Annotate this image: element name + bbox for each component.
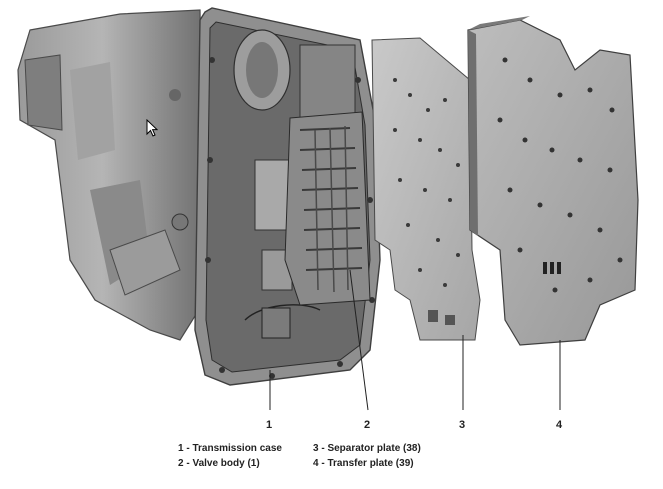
transfer-plate <box>467 16 639 346</box>
legend-item-separator-plate: 3 - Separator plate (38) <box>313 443 421 454</box>
valve-body <box>284 111 371 306</box>
legend-item-transfer-plate: 4 - Transfer plate (39) <box>313 458 414 469</box>
legend-item-transmission-case: 1 - Transmission case <box>178 443 282 454</box>
callout-4: 4 <box>556 419 563 431</box>
callout-1: 1 <box>266 419 272 431</box>
callout-3: 3 <box>459 419 465 431</box>
legend-left-column: 1 - Transmission case 2 - Valve body (1) <box>178 441 282 471</box>
callout-2: 2 <box>364 419 370 431</box>
separator-plate <box>371 37 481 341</box>
legend-item-valve-body: 2 - Valve body (1) <box>178 458 260 469</box>
leader-lines <box>269 269 561 411</box>
legend-right-column: 3 - Separator plate (38) 4 - Transfer pl… <box>313 441 421 471</box>
mouse-pointer-icon <box>146 119 158 137</box>
leader-line-2 <box>349 269 369 411</box>
